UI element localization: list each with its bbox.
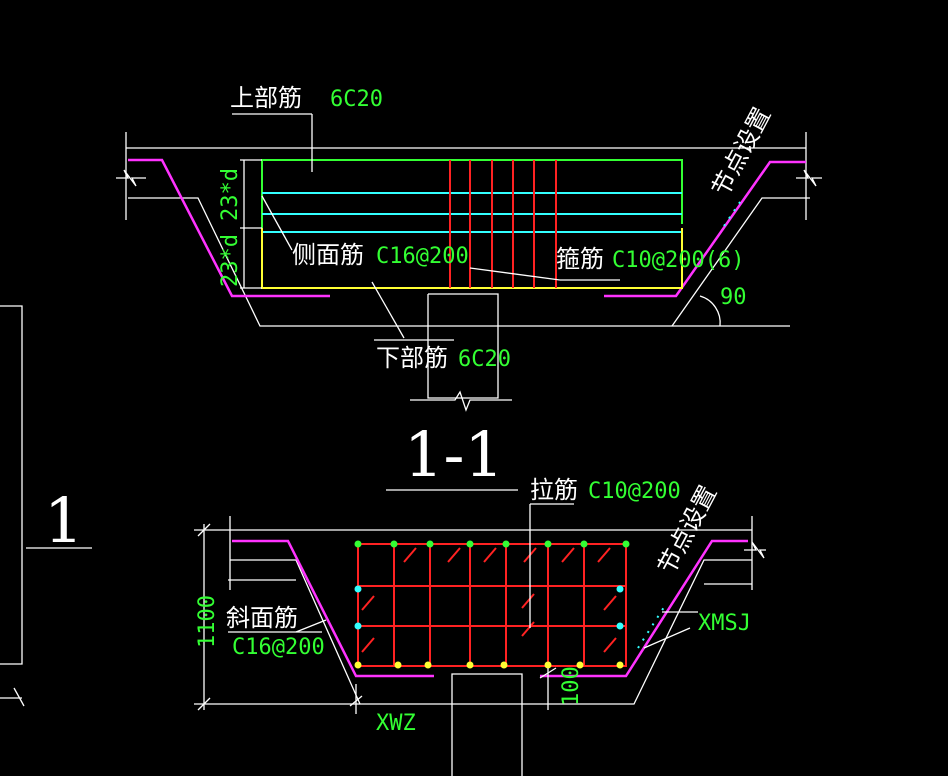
slope-bar-spec: C16@200 [232, 635, 325, 660]
left-side-view: 1 [0, 305, 92, 707]
offset-dimension: 100 [559, 666, 584, 706]
side-bar-label: 侧面筋 [292, 241, 364, 269]
stirrup-spec: C10@200(6) [612, 248, 744, 273]
tie-bar-spec: C10@200 [588, 479, 681, 504]
section-title: 1-1 [386, 418, 518, 491]
node-setting-top: 节点设置 [707, 103, 777, 201]
bottom-bar-spec: 6C20 [458, 347, 511, 372]
top-section: 23*d 23*d 上部筋 6C20 侧面筋 C16@200 箍筋 C10@20… [116, 84, 822, 412]
xmsj-dimension: XMSJ [698, 611, 751, 636]
side-bar-spec: C16@200 [376, 244, 469, 269]
top-bar-label: 上部筋 [230, 84, 302, 112]
anchor-length-lower: 23*d [218, 234, 243, 287]
xwz-dimension: XWZ [376, 711, 416, 736]
height-dimension: 1100 [195, 595, 220, 648]
anchor-length-upper: 23*d [218, 168, 243, 221]
bottom-section: 1100 100 XWZ XMSJ 拉筋 C10@200 斜面筋 C16@200… [194, 476, 766, 776]
top-bar-spec: 6C20 [330, 87, 383, 112]
section-mark: 1-1 [404, 418, 504, 491]
side-section-number: 1 [44, 484, 83, 557]
stirrup-label: 箍筋 [556, 245, 604, 273]
slope-angle: 90 [720, 285, 747, 310]
slope-bar-label: 斜面筋 [226, 604, 298, 632]
bottom-bar-label: 下部筋 [376, 344, 448, 372]
tie-bar-label: 拉筋 [530, 476, 578, 504]
